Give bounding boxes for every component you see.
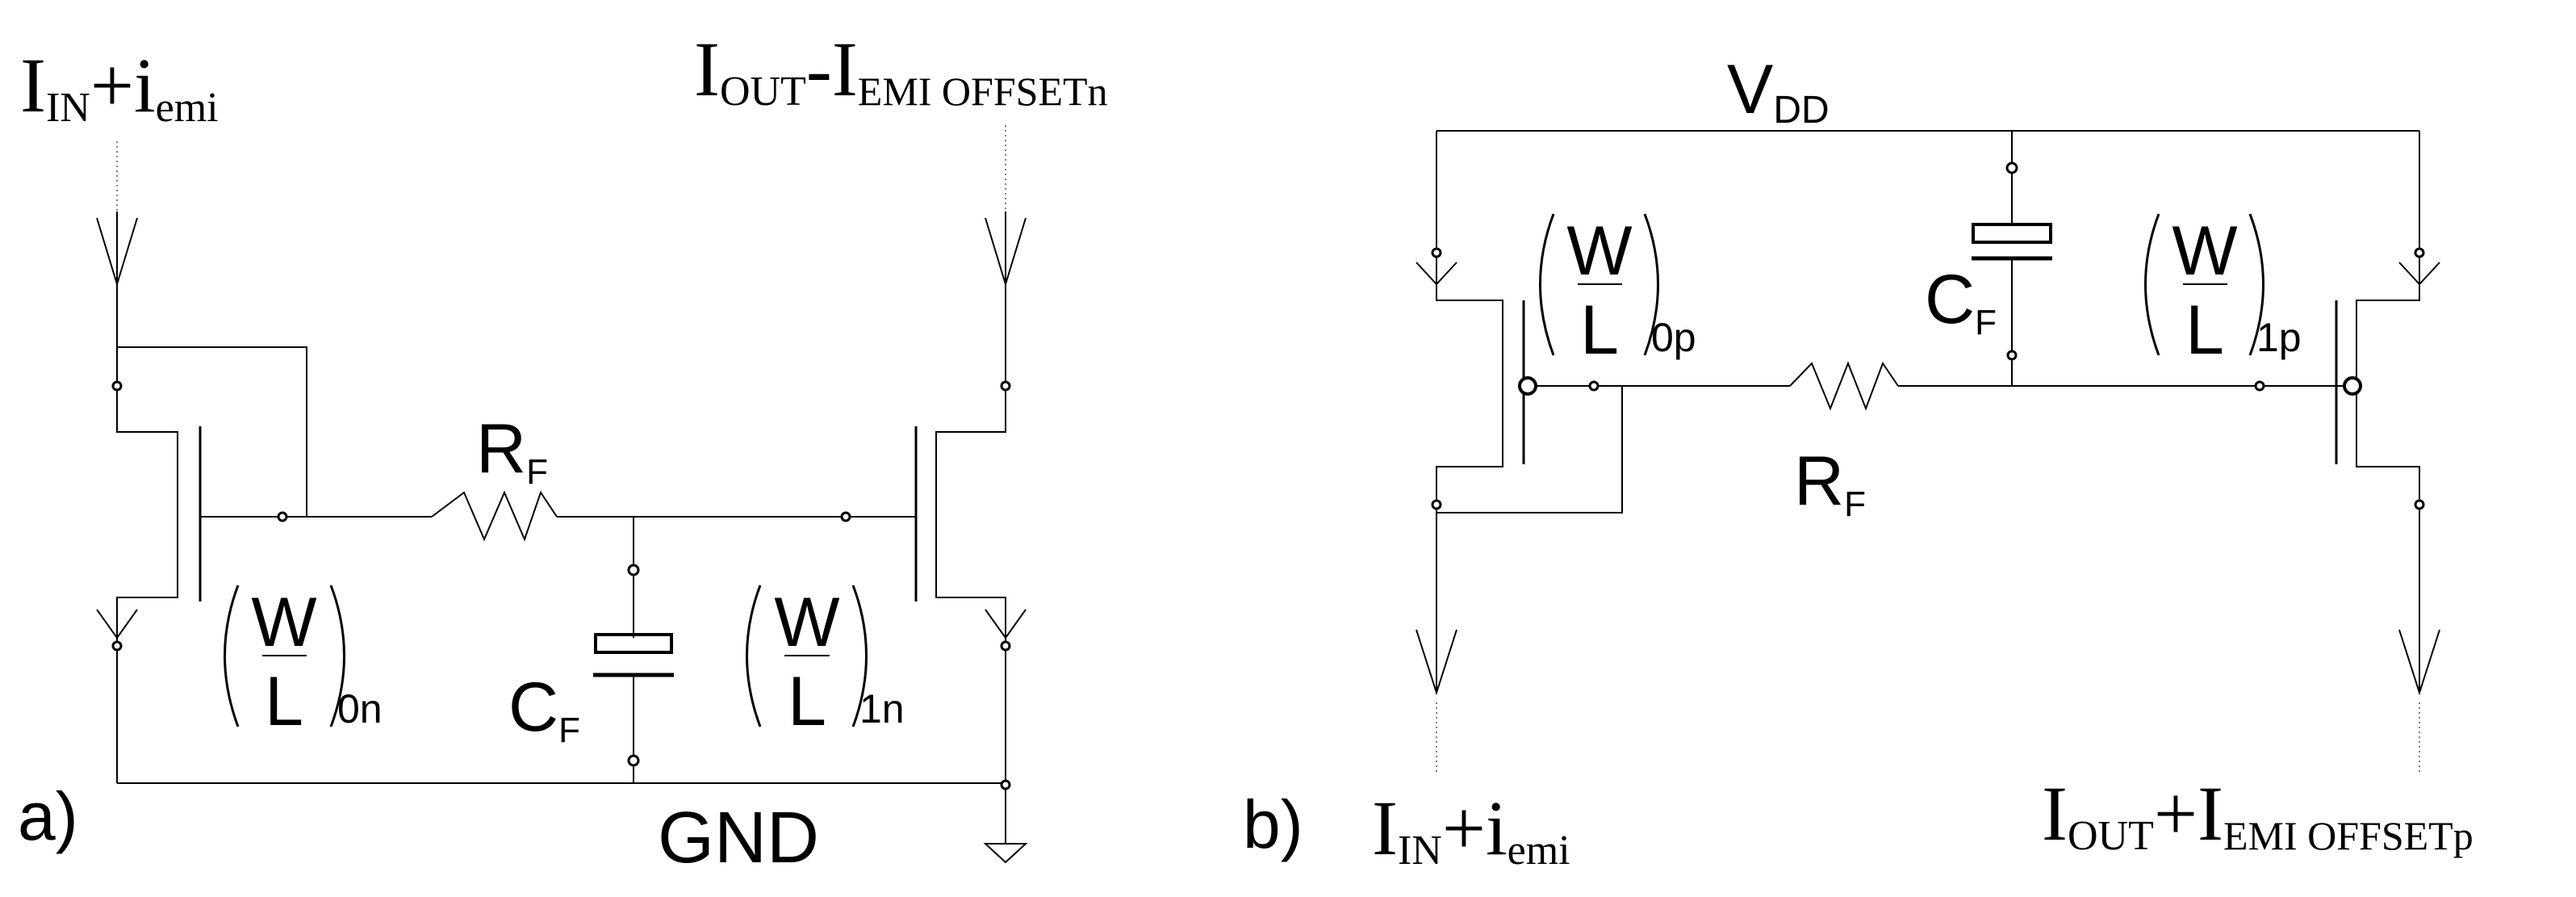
panel-b-output-current-label: IOUT+IEMI OFFSETp xyxy=(2042,770,2474,859)
panel-a-output-current-label: IOUT-IEMI OFFSETn xyxy=(694,26,1108,115)
panel-a-label: a) xyxy=(18,778,78,854)
panel-b-supply-label: VDD xyxy=(1727,51,1830,132)
panel-a-capacitor-label: CF xyxy=(508,669,580,750)
panel-b-resistor-symbol xyxy=(1789,361,1899,411)
panel-b-capacitor-label: CF xyxy=(1925,261,1997,342)
panel-a-input-current-label: IIN+iemi xyxy=(20,42,219,131)
panel-a-resistor-symbol xyxy=(431,490,558,542)
panel-b-input-arrow xyxy=(1416,614,1457,696)
panel-a-nmos-mirror: IIN+iemi IOUT-IEMI OFFSETn xyxy=(18,26,1108,878)
panel-a-m1n-source-arrow xyxy=(985,609,1027,844)
panel-b-label: b) xyxy=(1243,786,1303,862)
panel-a-transistor-m0n xyxy=(116,287,307,638)
panel-b-resistor-label: RF xyxy=(1794,442,1866,524)
svg-text:1p: 1p xyxy=(2256,315,2302,360)
svg-text:W: W xyxy=(2172,212,2237,290)
svg-text:L: L xyxy=(2185,291,2224,369)
panel-b-m0p-ratio-label: W L 0p xyxy=(1539,212,1696,369)
svg-text:1n: 1n xyxy=(859,686,905,731)
panel-b-output-arrow xyxy=(2398,614,2440,696)
panel-a-input-arrow xyxy=(96,212,138,287)
panel-a-m0n-source-arrow xyxy=(96,609,138,783)
panel-b-capacitor-symbol xyxy=(1972,131,2052,386)
svg-text:L: L xyxy=(265,663,303,740)
svg-text:L: L xyxy=(788,663,826,740)
panel-b-m0p-source-arrow xyxy=(1416,131,1457,286)
panel-a-nodes xyxy=(111,380,1011,790)
svg-text:L: L xyxy=(1580,291,1619,369)
svg-text:W: W xyxy=(1566,212,1632,290)
panel-b-pmos-mirror: VDD xyxy=(1243,51,2474,874)
panel-a-output-arrow xyxy=(985,212,1027,287)
svg-text:W: W xyxy=(774,584,839,661)
panel-a-m0n-ratio-label: W L 0n xyxy=(224,584,383,740)
panel-b-transistor-m1p xyxy=(2335,284,2420,674)
panel-a-ground-label: GND xyxy=(658,798,819,878)
panel-b-m1p-source-arrow xyxy=(2398,131,2440,286)
panel-b-nodes xyxy=(1431,161,2425,510)
panel-a-transistor-m1n xyxy=(914,287,1006,638)
svg-text:0p: 0p xyxy=(1651,315,1696,360)
panel-b-m1p-ratio-label: W L 1p xyxy=(2144,212,2302,369)
panel-b-input-current-label: IIN+iemi xyxy=(1372,785,1570,874)
panel-a-capacitor-symbol xyxy=(593,517,674,783)
panel-a-ground-symbol xyxy=(983,843,1028,864)
panel-a-resistor-label: RF xyxy=(476,410,548,492)
svg-text:W: W xyxy=(251,584,316,661)
svg-text:0n: 0n xyxy=(337,686,383,731)
panel-a-m1n-ratio-label: W L 1n xyxy=(746,584,905,740)
